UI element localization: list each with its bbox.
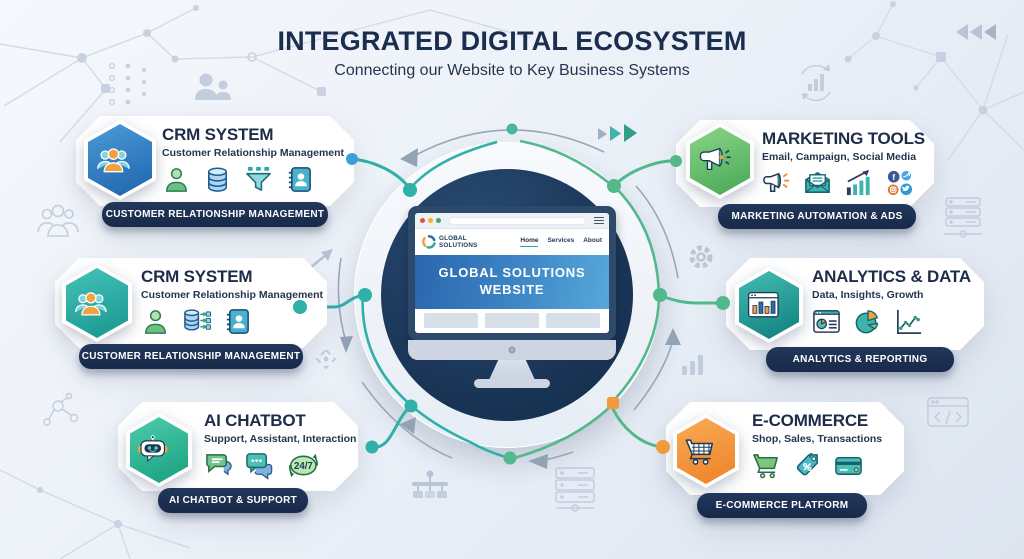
card-analytics-data[interactable]: ANALYTICS & DATA Data, Insights, Growth … xyxy=(726,258,984,372)
card-icon-row: 24/7 xyxy=(204,451,352,480)
crm-hexagon xyxy=(62,264,132,342)
megaphone-icon xyxy=(762,169,791,198)
card-badge: CUSTOMER RELATIONSHIP MANAGEMENT xyxy=(79,344,303,369)
server-rack-icon xyxy=(555,467,595,512)
card-subtitle: Data, Insights, Growth xyxy=(812,289,924,301)
social-media-icon: f xyxy=(885,169,914,198)
person-icon xyxy=(162,165,191,194)
card-subtitle: Email, Campaign, Social Media xyxy=(762,151,917,163)
page-subtitle: Connecting our Website to Key Business S… xyxy=(334,62,690,79)
robot-icon xyxy=(136,435,181,465)
card-badge: ANALYTICS & REPORTING xyxy=(766,347,954,372)
card-title: AI CHATBOT xyxy=(204,411,306,430)
card-badge: E-COMMERCE PLATFORM xyxy=(697,493,867,518)
people-outline-icon xyxy=(37,204,79,237)
ecommerce-hexagon xyxy=(673,414,739,488)
card-subtitle: Shop, Sales, Transactions xyxy=(752,433,883,445)
card-title: E-COMMERCE xyxy=(752,411,869,430)
card-subtitle: Support, Assistant, Interaction xyxy=(204,433,357,445)
card-title: ANALYTICS & DATA xyxy=(812,267,971,286)
crosshair-icon xyxy=(315,348,337,370)
card-icon-row xyxy=(141,307,321,336)
analytics-hexagon xyxy=(735,267,803,343)
card-title: CRM SYSTEM xyxy=(141,267,253,286)
chat-bubbles-icon xyxy=(245,451,274,480)
gear-icon xyxy=(689,245,713,269)
card-badge: MARKETING AUTOMATION & ADS xyxy=(718,204,916,229)
hub-circle xyxy=(381,169,633,421)
molecule-icon xyxy=(43,392,79,426)
fast-forward-icon xyxy=(598,124,637,142)
bar-chart-icon xyxy=(682,355,703,375)
server-icon xyxy=(944,197,982,238)
card-badge: AI CHATBOT & SUPPORT xyxy=(158,488,308,513)
envelope-icon xyxy=(803,169,832,198)
team-icon xyxy=(73,288,121,318)
line-chart-icon xyxy=(894,307,923,336)
cart-outline-icon xyxy=(683,436,728,466)
card-title: MARKETING TOOLS xyxy=(762,129,925,148)
funnel-icon xyxy=(244,165,273,194)
card-subtitle: Customer Relationship Management xyxy=(162,147,345,159)
dashboard-icon xyxy=(746,290,793,319)
page-title: INTEGRATED DIGITAL ECOSYSTEM xyxy=(277,26,747,56)
credit-card-icon xyxy=(834,451,863,480)
card-icon-row xyxy=(162,165,348,194)
sitemap-icon xyxy=(412,470,448,498)
network-nodes-top-right xyxy=(844,1,988,115)
speech-bubble-icon xyxy=(204,451,233,480)
card-crm-system-middle[interactable]: CRM SYSTEM Customer Relationship Managem… xyxy=(55,258,327,369)
person-icon xyxy=(141,307,170,336)
card-icon-row xyxy=(812,307,978,336)
card-ai-chatbot[interactable]: AI CHATBOT Support, Assistant, Interacti… xyxy=(118,402,358,513)
svg-text:24/7: 24/7 xyxy=(294,461,313,472)
marketing-hexagon xyxy=(686,123,754,199)
price-tag-icon xyxy=(793,451,822,480)
team-icon xyxy=(95,144,145,175)
card-marketing-tools[interactable]: MARKETING TOOLS Email, Campaign, Social … xyxy=(676,120,934,229)
badge-247-icon: 24/7 xyxy=(286,451,321,480)
contact-book-icon xyxy=(223,307,252,336)
report-window-icon xyxy=(812,307,841,336)
card-title: CRM SYSTEM xyxy=(162,125,274,144)
growth-chart-icon xyxy=(844,169,873,198)
svg-text:f: f xyxy=(892,173,895,182)
card-badge: CUSTOMER RELATIONSHIP MANAGEMENT xyxy=(102,202,328,227)
pie-chart-icon xyxy=(853,307,882,336)
database-sync-icon xyxy=(182,307,211,336)
card-subtitle: Customer Relationship Management xyxy=(141,289,324,301)
megaphone-hex-icon xyxy=(697,146,744,175)
card-icon-row xyxy=(752,451,898,480)
chatbot-hexagon xyxy=(126,413,192,487)
contact-book-icon xyxy=(285,165,314,194)
crm-hexagon xyxy=(84,120,156,200)
card-icon-row: f xyxy=(762,169,928,198)
database-icon xyxy=(203,165,232,194)
shopping-cart-icon xyxy=(752,451,781,480)
code-window-icon xyxy=(927,397,969,427)
card-crm-system-top[interactable]: CRM SYSTEM Customer Relationship Managem… xyxy=(76,116,354,227)
card-ecommerce[interactable]: E-COMMERCE Shop, Sales, Transactions E-C… xyxy=(666,402,904,518)
